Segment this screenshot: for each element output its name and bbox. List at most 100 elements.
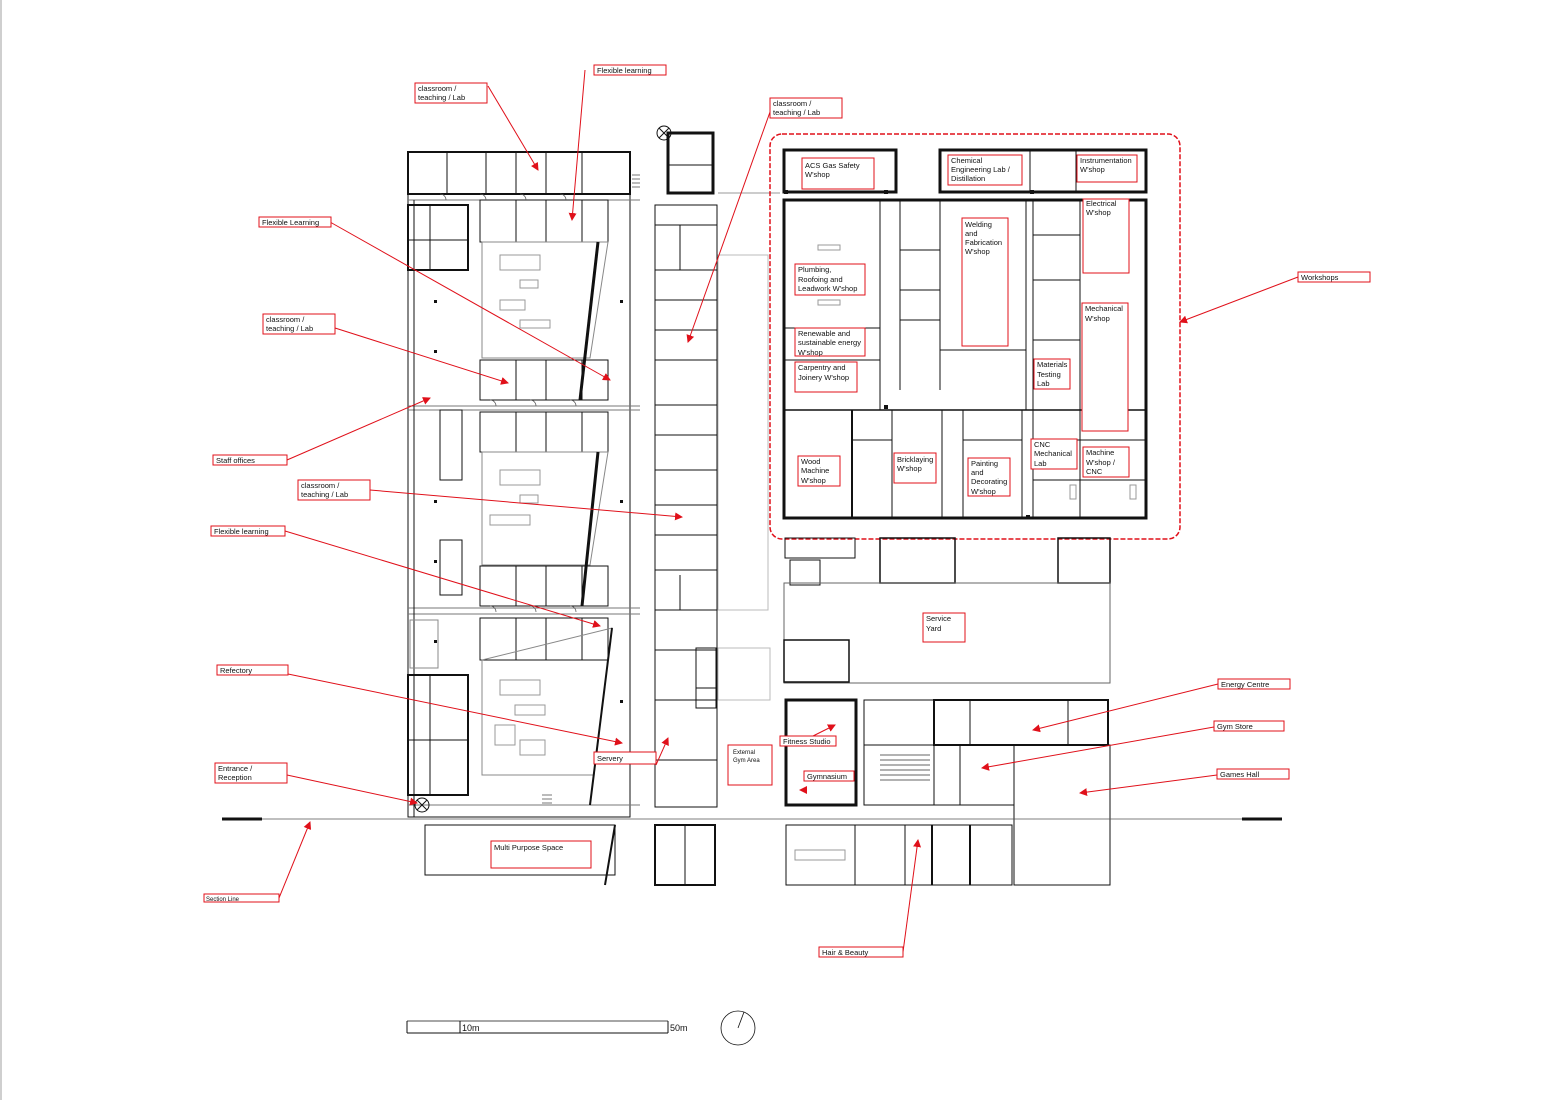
svg-text:Machine: Machine xyxy=(1086,448,1114,457)
svg-text:W'shop: W'shop xyxy=(897,464,922,473)
svg-text:Multi Purpose Space: Multi Purpose Space xyxy=(494,843,563,852)
label-gym-store: Gym Store xyxy=(1213,720,1285,732)
room-chemical: Chemical Engineering Lab / Distillation xyxy=(947,154,1023,186)
svg-text:teaching / Lab: teaching / Lab xyxy=(773,108,820,117)
label-servery: Servery xyxy=(593,751,657,765)
scale-end-label: 50m xyxy=(670,1023,688,1033)
svg-text:Staff offices: Staff offices xyxy=(216,456,255,465)
label-classroom-n-mid: classroom / teaching / Lab xyxy=(769,97,843,119)
svg-text:Lab: Lab xyxy=(1034,459,1047,468)
svg-text:W'shop /: W'shop / xyxy=(1086,458,1116,467)
label-flexible-top: Flexible learning xyxy=(593,64,667,76)
svg-text:Gym Area: Gym Area xyxy=(733,758,760,764)
label-multi-purpose: Multi Purpose Space xyxy=(490,840,592,869)
svg-text:Distillation: Distillation xyxy=(951,174,985,183)
svg-text:Energy Centre: Energy Centre xyxy=(1221,680,1269,689)
svg-text:Engineering Lab /: Engineering Lab / xyxy=(951,165,1011,174)
room-cnc: CNC Mechanical Lab xyxy=(1030,438,1078,470)
svg-text:Fabrication: Fabrication xyxy=(965,238,1002,247)
svg-text:Painting: Painting xyxy=(971,459,998,468)
callout-labels: classroom / teaching / Lab Flexible lear… xyxy=(203,64,1371,958)
svg-text:Lab: Lab xyxy=(1037,379,1050,388)
svg-text:Entrance /: Entrance / xyxy=(218,764,253,773)
central-spine-block xyxy=(654,131,780,808)
svg-text:Testing: Testing xyxy=(1037,370,1061,379)
svg-text:Flexible Learning: Flexible Learning xyxy=(262,218,319,227)
svg-text:Fitness Studio: Fitness Studio xyxy=(783,737,831,746)
svg-text:Materials: Materials xyxy=(1037,360,1068,369)
svg-text:W'shop: W'shop xyxy=(1086,208,1111,217)
label-external-gym: External Gym Area xyxy=(733,750,760,764)
label-flexible-learning-left: Flexible Learning xyxy=(258,216,332,228)
svg-text:Gymnasium: Gymnasium xyxy=(807,772,847,781)
svg-text:Mechanical: Mechanical xyxy=(1034,449,1072,458)
label-classroom-mid: classroom / teaching / Lab xyxy=(297,479,371,501)
label-gymnasium: Gymnasium xyxy=(803,770,855,782)
room-machine: Machine W'shop / CNC xyxy=(1082,446,1130,478)
svg-text:W'shop: W'shop xyxy=(965,247,990,256)
svg-text:Renewable and: Renewable and xyxy=(798,329,850,338)
svg-text:Welding: Welding xyxy=(965,220,992,229)
room-wood-machine: Wood Machine W'shop xyxy=(797,455,841,487)
svg-text:Workshops: Workshops xyxy=(1301,273,1339,282)
room-renewable: Renewable and sustainable energy W'shop xyxy=(794,327,866,357)
svg-text:and: and xyxy=(965,229,978,238)
svg-text:Gym Store: Gym Store xyxy=(1217,722,1253,731)
label-games-hall: Games Hall xyxy=(1216,768,1290,780)
label-staff-offices: Staff offices xyxy=(212,454,288,466)
svg-text:Section Line: Section Line xyxy=(206,897,240,903)
room-instrumentation: Instrumentation W'shop xyxy=(1076,154,1138,183)
room-electrical: Electrical W'shop xyxy=(1082,198,1130,274)
svg-text:Yard: Yard xyxy=(926,624,941,633)
svg-text:classroom /: classroom / xyxy=(266,315,305,324)
svg-text:Machine: Machine xyxy=(801,466,829,475)
svg-text:Instrumentation: Instrumentation xyxy=(1080,156,1132,165)
label-flexible-learning-mid: Flexible learning xyxy=(210,525,286,537)
room-acs-gas: ACS Gas Safety W'shop xyxy=(801,157,875,190)
svg-text:CNC: CNC xyxy=(1086,467,1103,476)
svg-text:External: External xyxy=(733,750,755,756)
svg-text:Flexible learning: Flexible learning xyxy=(214,527,269,536)
svg-text:Roofoing and: Roofoing and xyxy=(798,275,843,284)
south-block xyxy=(414,125,1111,886)
svg-text:teaching / Lab: teaching / Lab xyxy=(418,93,465,102)
workshop-room-labels: ACS Gas Safety W'shop Chemical Engineeri… xyxy=(794,154,1138,497)
svg-text:Plumbing,: Plumbing, xyxy=(798,265,831,274)
svg-text:Carpentry and: Carpentry and xyxy=(798,363,846,372)
svg-text:Joinery W'shop: Joinery W'shop xyxy=(798,373,849,382)
room-materials: Materials Testing Lab xyxy=(1033,358,1071,390)
room-bricklaying: Bricklaying W'shop xyxy=(893,452,937,484)
svg-text:CNC: CNC xyxy=(1034,440,1051,449)
room-carpentry: Carpentry and Joinery W'shop xyxy=(794,361,858,393)
svg-text:classroom /: classroom / xyxy=(301,481,340,490)
svg-text:W'shop: W'shop xyxy=(971,487,996,496)
svg-text:W'shop: W'shop xyxy=(805,170,830,179)
svg-text:classroom /: classroom / xyxy=(773,99,812,108)
svg-text:Flexible learning: Flexible learning xyxy=(597,66,652,75)
svg-text:Leadwork W'shop: Leadwork W'shop xyxy=(798,284,857,293)
svg-text:ACS Gas Safety: ACS Gas Safety xyxy=(805,161,860,170)
label-fitness: Fitness Studio xyxy=(779,735,837,747)
page-border xyxy=(0,0,2,1100)
scale-start-label: 10m xyxy=(462,1023,480,1033)
scale-bar: 10m 50m xyxy=(406,1020,688,1034)
label-classroom-nw: classroom / teaching / Lab xyxy=(414,82,488,104)
svg-text:W'shop: W'shop xyxy=(1080,165,1105,174)
svg-text:Wood: Wood xyxy=(801,457,820,466)
label-classroom-left: classroom / teaching / Lab xyxy=(262,313,336,335)
svg-text:Hair & Beauty: Hair & Beauty xyxy=(822,948,869,957)
room-welding: Welding and Fabrication W'shop xyxy=(961,217,1009,347)
svg-text:Bricklaying: Bricklaying xyxy=(897,455,933,464)
svg-text:W'shop: W'shop xyxy=(1085,314,1110,323)
svg-text:Reception: Reception xyxy=(218,773,252,782)
svg-text:W'shop: W'shop xyxy=(798,348,823,357)
svg-text:classroom /: classroom / xyxy=(418,84,457,93)
svg-text:Servery: Servery xyxy=(597,754,623,763)
label-section-line: Section Line xyxy=(203,893,280,903)
svg-text:and: and xyxy=(971,468,984,477)
label-service-yard: Service Yard xyxy=(922,612,966,643)
label-refectory: Refectory xyxy=(216,664,289,676)
svg-text:teaching / Lab: teaching / Lab xyxy=(301,490,348,499)
label-workshops: Workshops xyxy=(1297,271,1371,283)
